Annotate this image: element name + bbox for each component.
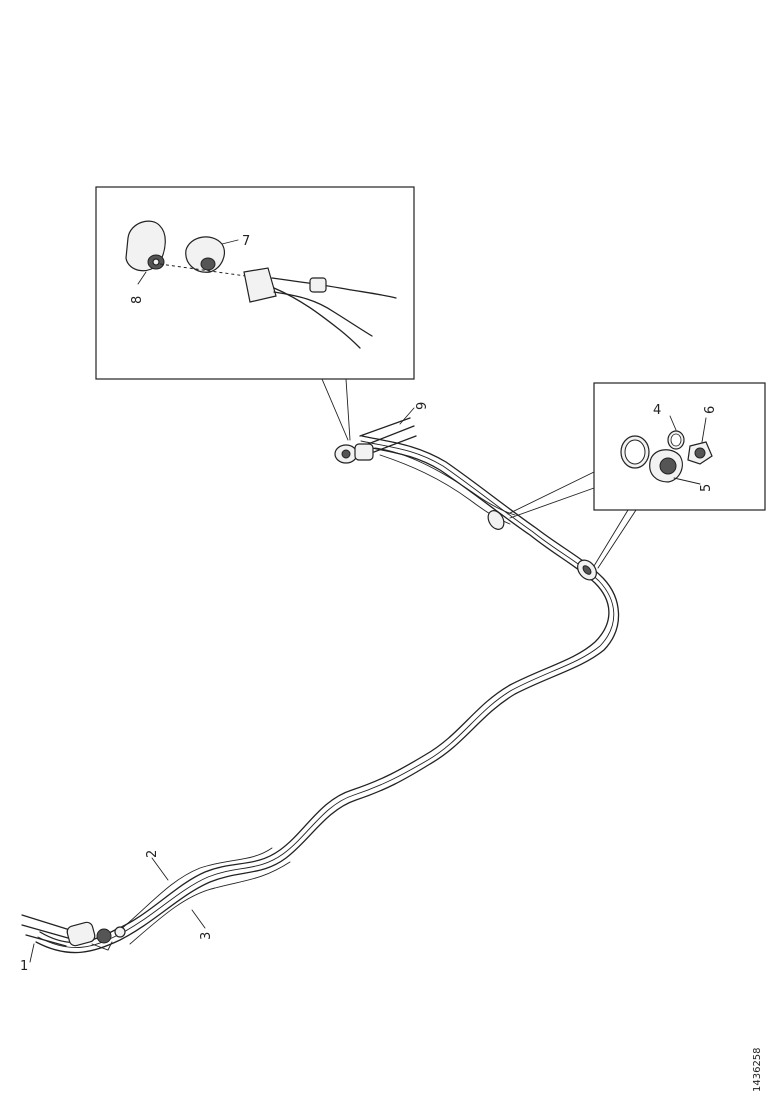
callout-4: 4 <box>653 403 661 418</box>
hose-clamp-mid <box>487 510 505 530</box>
callout-1: 1 <box>20 959 28 974</box>
callout-9: 9 <box>415 402 430 410</box>
callout-6: 6 <box>703 406 718 414</box>
detail-box-upper <box>95 186 415 380</box>
bottom-connector <box>21 914 126 951</box>
top-connector <box>334 417 417 464</box>
leader-lines <box>29 407 415 963</box>
callout-3: 3 <box>199 932 214 940</box>
figure-id: 1436258 <box>752 1047 763 1092</box>
callout-8: 8 <box>130 296 145 304</box>
detail-pointer-upper <box>321 378 351 441</box>
callout-5: 5 <box>699 484 714 492</box>
callout-7: 7 <box>242 234 250 249</box>
hose-clamp-bend <box>577 559 597 581</box>
detail-pointer-right <box>507 471 637 569</box>
callout-2: 2 <box>145 850 160 858</box>
hose-bundle <box>35 435 620 954</box>
detail-box-right <box>593 382 766 511</box>
